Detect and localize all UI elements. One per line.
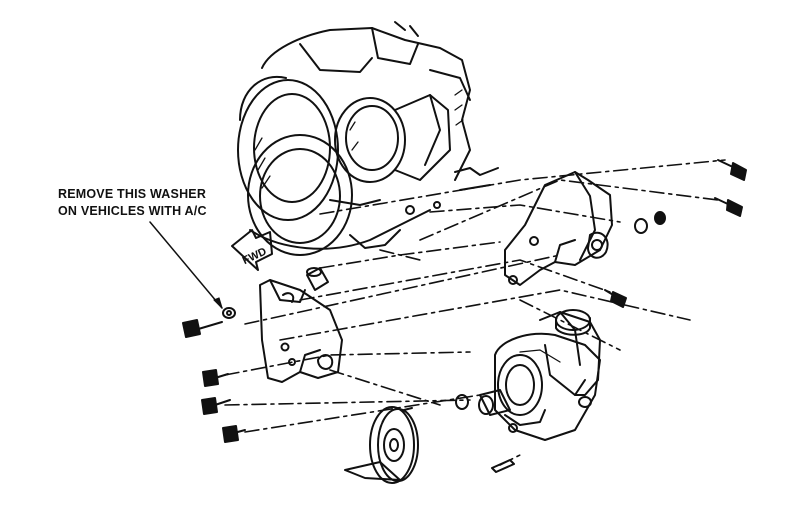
dashed-alignment-lines bbox=[224, 159, 726, 466]
washer-a-c bbox=[222, 307, 236, 319]
power-steering-pump bbox=[478, 332, 601, 441]
bolt-icon bbox=[201, 397, 231, 415]
pulley bbox=[344, 406, 419, 484]
bolt-icon bbox=[182, 319, 223, 338]
washers bbox=[222, 211, 666, 410]
bolt-icon bbox=[714, 197, 743, 217]
callout-line-2: ON VEHICLES WITH A/C bbox=[58, 204, 207, 218]
fwd-arrow-icon: FWD bbox=[231, 229, 273, 271]
reservoir bbox=[539, 309, 601, 408]
callout-line-1: REMOVE THIS WASHER bbox=[58, 187, 207, 201]
bolt-icon bbox=[717, 159, 747, 181]
fwd-label: FWD bbox=[241, 246, 269, 267]
mounting-bracket-right bbox=[504, 171, 613, 286]
bolts bbox=[182, 159, 747, 473]
front-bracket bbox=[259, 279, 343, 383]
washer-callout: REMOVE THIS WASHER ON VEHICLES WITH A/C bbox=[58, 186, 207, 220]
bolt-icon bbox=[222, 425, 246, 443]
spacer bbox=[306, 267, 329, 291]
engine-block bbox=[237, 21, 499, 256]
callout-leader bbox=[149, 221, 223, 309]
bolt-icon bbox=[604, 289, 627, 308]
bolt-icon bbox=[202, 369, 229, 387]
pin-icon bbox=[491, 459, 515, 473]
